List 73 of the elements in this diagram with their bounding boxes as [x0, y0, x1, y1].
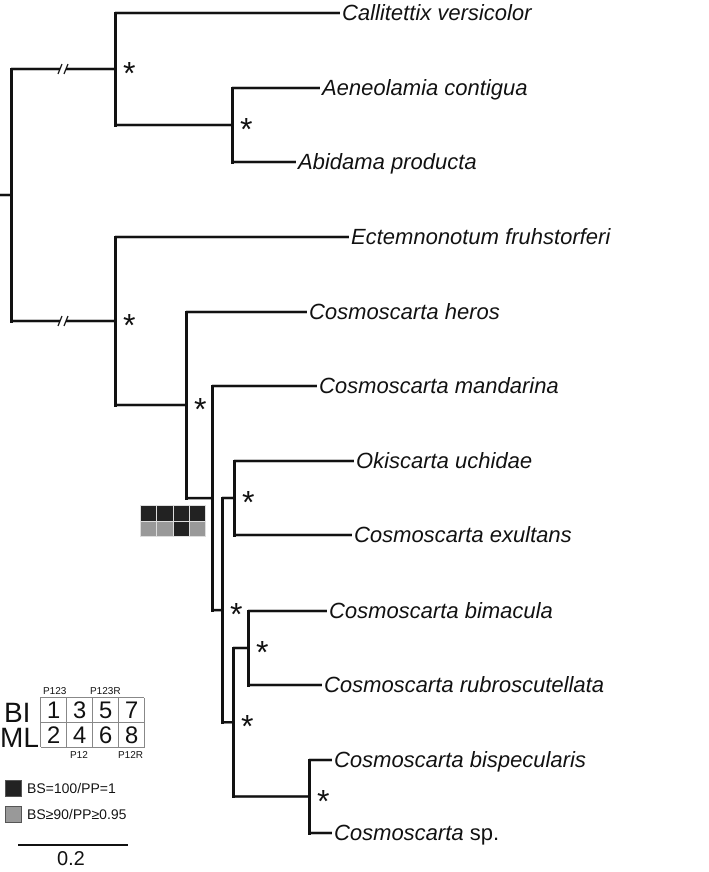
table-cell: 1 [41, 698, 67, 723]
legend-text: BS≥90/PP≥0.95 [27, 806, 126, 823]
branch-line [248, 684, 322, 686]
table-cell: 6 [93, 723, 119, 748]
clade-node-bar [10, 68, 12, 323]
clade-node-bar [246, 610, 250, 686]
support-asterisk: * [230, 602, 242, 622]
branch-line [248, 610, 327, 612]
partition-label: P123R [90, 687, 121, 697]
scale-label: 0.2 [57, 849, 85, 869]
branch-line [115, 124, 232, 126]
support-asterisk: * [241, 714, 254, 734]
branch-line [212, 608, 222, 612]
branch-line [232, 160, 296, 164]
partition-label: P12 [70, 751, 88, 761]
row-label: BI [4, 699, 30, 727]
row-label: ML [0, 724, 39, 752]
table-cell: 5 [93, 698, 119, 723]
support-value-grid [140, 505, 206, 537]
branch-line [212, 384, 317, 388]
support-asterisk: * [240, 117, 252, 137]
taxon-label: Aeneolamia contigua [320, 75, 530, 101]
support-asterisk: * [123, 61, 136, 81]
table-cell: 7 [119, 698, 145, 723]
branch-line [115, 404, 186, 406]
clade-node-bar [230, 86, 234, 164]
taxon-label: Callitettix versicolor [340, 0, 534, 26]
legend-text: BS=100/PP=1 [27, 780, 116, 797]
branch-line [309, 832, 332, 834]
support-asterisk: * [194, 397, 206, 418]
branch-line [222, 496, 234, 500]
taxon-label: Abidama producta [296, 149, 479, 175]
branch-line [234, 534, 352, 536]
support-asterisk: * [242, 490, 254, 510]
clade-node-bar [232, 646, 234, 798]
branch-line [0, 194, 11, 196]
taxon-label: Cosmoscarta mandarina [317, 373, 561, 399]
clade-node-bar [232, 460, 236, 536]
taxon-label: Okiscarta uchidae [354, 448, 534, 474]
broken-branch [11, 63, 115, 75]
taxon-label: Ectemnonotum fruhstorferi [349, 224, 612, 250]
broken-branch [11, 315, 115, 327]
support-asterisk: * [317, 788, 330, 808]
clade-node-bar [184, 310, 188, 500]
branch-line [115, 12, 340, 14]
branch-line [234, 460, 354, 462]
clade-node-bar [114, 12, 116, 126]
support-asterisk: * [256, 640, 268, 660]
branch-line [115, 236, 349, 238]
table-cell: 2 [41, 723, 67, 748]
support-asterisk: * [123, 313, 136, 334]
clade-node-bar [220, 496, 224, 724]
clade-node-bar [114, 236, 116, 407]
taxon-label: Cosmoscarta bispecularis [332, 747, 588, 773]
branch-line [309, 758, 332, 762]
taxon-label: Cosmoscarta exultans [352, 522, 574, 548]
taxon-label: Cosmoscarta bimacula [327, 598, 555, 624]
table-cell: 8 [119, 723, 145, 748]
branch-line [186, 496, 212, 500]
partition-label: P12R [118, 751, 144, 761]
branch-line [233, 646, 248, 650]
branch-line [233, 795, 309, 798]
clade-node-bar [308, 758, 310, 834]
partition-label: P123 [43, 687, 66, 697]
table-cell: 4 [67, 723, 93, 748]
taxon-label: Cosmoscarta heros [307, 299, 502, 325]
taxon-label: Cosmoscarta sp. [332, 820, 502, 846]
branch-line [232, 86, 320, 90]
branch-line [222, 721, 233, 724]
branch-line [186, 310, 307, 314]
clade-node-bar [210, 384, 214, 612]
table-cell: 3 [67, 698, 93, 723]
taxon-label: Cosmoscarta rubroscutellata [322, 672, 606, 698]
